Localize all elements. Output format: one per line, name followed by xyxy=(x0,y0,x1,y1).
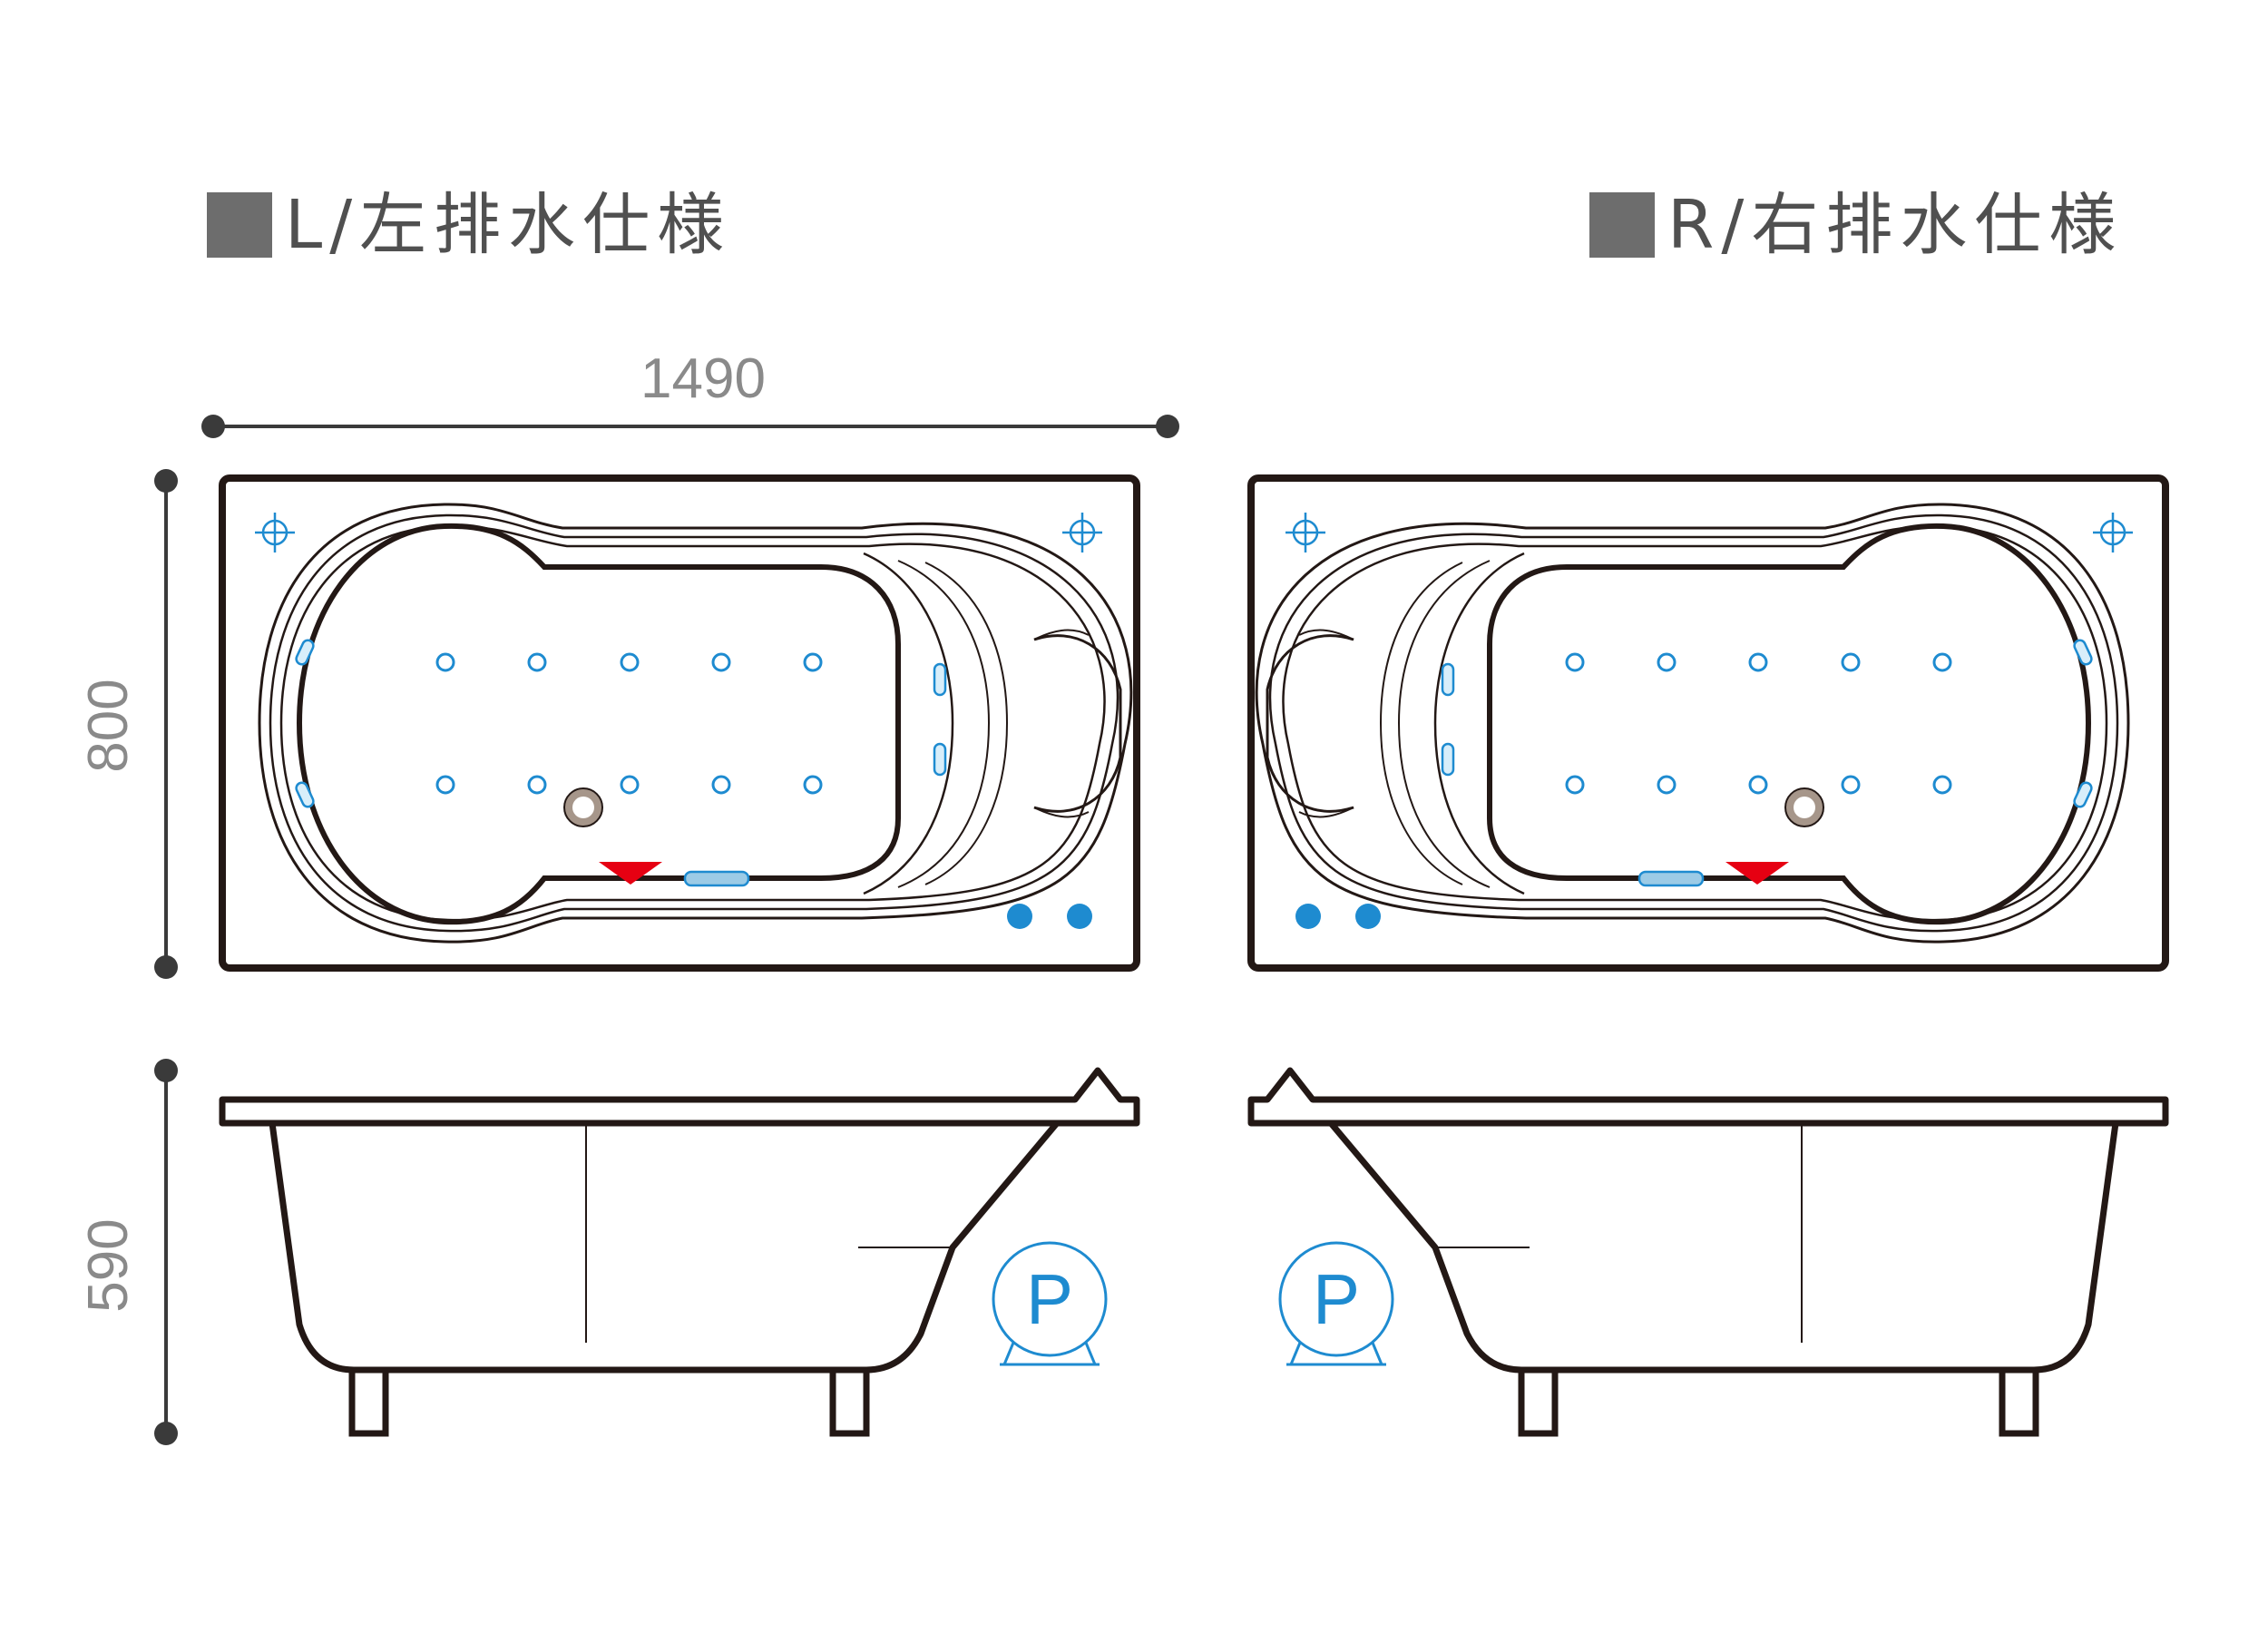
left-drain-side-view xyxy=(222,1071,1137,1433)
width-dimension-label: 1490 xyxy=(640,347,766,410)
right-pump-icon: P xyxy=(1278,1241,1394,1366)
dimension-endpoint-dot xyxy=(154,1059,178,1082)
dimension-endpoint-dot xyxy=(154,469,178,493)
right-drain-side-view xyxy=(1251,1071,2165,1433)
heading-square-icon xyxy=(1589,192,1655,258)
left-drain-top-view xyxy=(222,478,1137,968)
height-dimension-line xyxy=(154,1059,178,1445)
left-drain-heading: L/左排水仕様 xyxy=(207,186,731,264)
dimension-endpoint-dot xyxy=(154,955,178,979)
width-dimension-line xyxy=(201,415,1179,438)
right-drain-heading-text: R/右排水仕様 xyxy=(1667,186,2124,264)
right-drain-heading: R/右排水仕様 xyxy=(1589,186,2123,264)
height-dimension-label: 590 xyxy=(77,1218,140,1312)
dimension-endpoint-dot xyxy=(201,415,225,438)
dimension-endpoint-dot xyxy=(154,1422,178,1445)
depth-dimension-line xyxy=(154,469,178,979)
right-drain-top-view xyxy=(1251,478,2165,968)
left-drain-heading-text: L/左排水仕様 xyxy=(285,186,732,264)
left-pump-icon: P xyxy=(992,1241,1108,1366)
pump-label: P xyxy=(1026,1259,1073,1339)
dimension-endpoint-dot xyxy=(1156,415,1179,438)
heading-square-icon xyxy=(207,192,272,258)
pump-label: P xyxy=(1313,1259,1360,1339)
depth-dimension-label: 800 xyxy=(77,679,140,772)
